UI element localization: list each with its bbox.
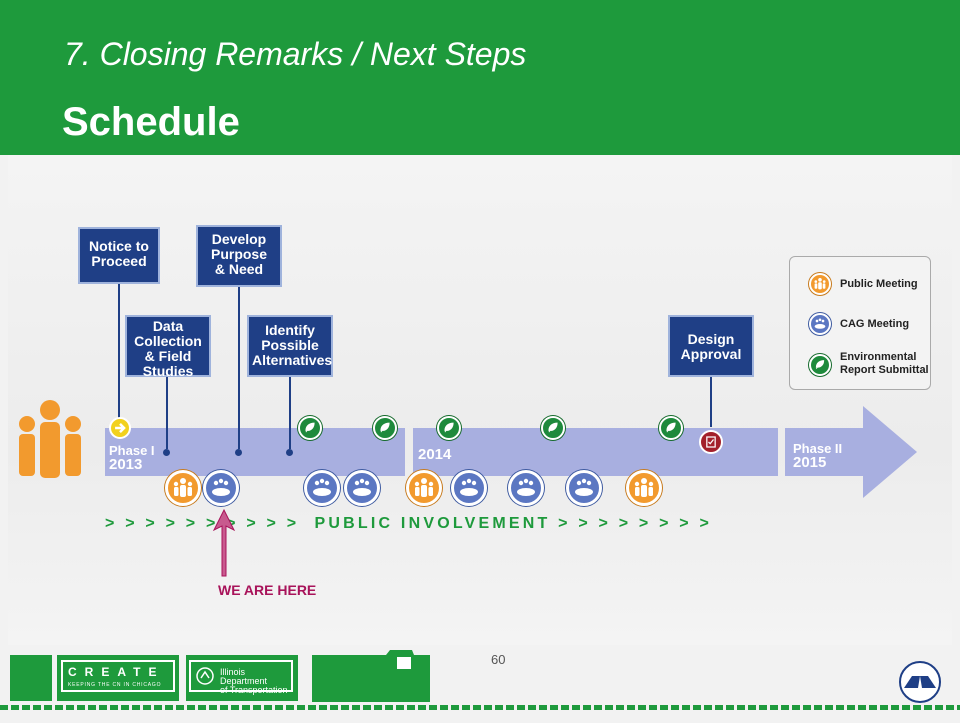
legend-public-meeting-label: Public Meeting bbox=[840, 278, 918, 290]
year-2014: 2014 bbox=[418, 446, 452, 463]
legend-public-meeting-icon bbox=[809, 273, 831, 295]
milestone-stem bbox=[289, 377, 291, 449]
milestone-notice-to-proceed: Notice to Proceed bbox=[78, 227, 160, 284]
environmental-report-icon bbox=[541, 416, 565, 440]
milestone-stem bbox=[238, 287, 240, 449]
milestone-stem bbox=[118, 284, 120, 424]
cag-meeting-icon bbox=[451, 470, 487, 506]
page-number: 60 bbox=[491, 652, 506, 667]
milestone-dot bbox=[286, 449, 293, 456]
header-bar: 7. Closing Remarks / Next Steps Schedule bbox=[0, 0, 960, 155]
milestone-dot bbox=[235, 449, 242, 456]
idot-logo-text: Illinois Department of Transportation bbox=[220, 667, 288, 695]
phase2-arrowhead bbox=[863, 406, 917, 498]
create-logo-text: CREATE bbox=[68, 665, 165, 679]
timeline-2014 bbox=[413, 428, 778, 476]
timeline-phase2 bbox=[785, 428, 865, 476]
public-involvement-label: > > > > > > > > > > PUBLIC INVOLVEMENT >… bbox=[105, 515, 713, 532]
we-are-here-arrow-icon bbox=[212, 508, 236, 577]
year-2014-label: 2014 bbox=[418, 446, 452, 463]
milestone-design-approval: Design Approval bbox=[668, 315, 754, 377]
environmental-report-icon bbox=[437, 416, 461, 440]
milestone-label: Design Approval bbox=[680, 331, 742, 362]
milestone-label: Data Collection & Field Studies bbox=[134, 318, 202, 379]
create-logo: CREATE KEEPING THE CN IN CHICAGO bbox=[61, 660, 175, 692]
cag-meeting-icon bbox=[566, 470, 602, 506]
legend-cag-meeting-label: CAG Meeting bbox=[840, 318, 910, 330]
environmental-report-icon bbox=[373, 416, 397, 440]
milestone-label: Identify Possible Alternatives bbox=[252, 322, 333, 368]
phase2-text: Phase II bbox=[793, 441, 843, 456]
year-2013: 2013 bbox=[109, 456, 143, 473]
phase2-label: Phase II 2015 bbox=[793, 441, 843, 471]
legend-environmental-label: Environmental Report Submittal bbox=[840, 351, 929, 376]
phase1-text: Phase I bbox=[109, 443, 155, 458]
milestone-dot bbox=[163, 449, 170, 456]
we-are-here-label: WE ARE HERE bbox=[218, 582, 317, 598]
milestone-develop-purpose: Develop Purpose & Need bbox=[196, 225, 282, 287]
public-meeting-icon bbox=[626, 470, 662, 506]
milestone-data-collection: Data Collection & Field Studies bbox=[125, 315, 211, 379]
design-approval-clipboard-icon bbox=[699, 430, 723, 454]
timeline-2013 bbox=[105, 428, 405, 476]
milestone-stem bbox=[710, 377, 712, 427]
environmental-report-icon bbox=[298, 416, 322, 440]
slide-title: Schedule bbox=[62, 100, 240, 144]
phase1-label: Phase I 2013 bbox=[109, 443, 155, 473]
year-2015: 2015 bbox=[793, 454, 827, 471]
legend-environmental-icon bbox=[809, 354, 831, 376]
train-car bbox=[10, 655, 52, 701]
cag-meeting-icon bbox=[203, 470, 239, 506]
environmental-report-icon bbox=[659, 416, 683, 440]
cag-meeting-icon bbox=[304, 470, 340, 506]
create-logo-subtext: KEEPING THE CN IN CHICAGO bbox=[68, 682, 162, 688]
schedule-diagram-area bbox=[8, 155, 952, 645]
milestone-stem bbox=[166, 377, 168, 449]
people-icon bbox=[19, 400, 81, 478]
milestone-label: Develop Purpose & Need bbox=[210, 231, 267, 277]
locomotive-cab-icon bbox=[312, 650, 430, 702]
start-arrow-icon bbox=[109, 417, 131, 439]
milestone-label: Notice to Proceed bbox=[89, 238, 149, 269]
public-meeting-icon bbox=[406, 470, 442, 506]
public-meeting-icon bbox=[165, 470, 201, 506]
slide-subtitle: 7. Closing Remarks / Next Steps bbox=[64, 36, 527, 72]
cag-meeting-icon bbox=[508, 470, 544, 506]
legend-cag-meeting-icon bbox=[809, 313, 831, 335]
legend: Public Meeting CAG Meeting Environmental… bbox=[789, 256, 931, 390]
rail-track bbox=[0, 705, 960, 710]
milestone-identify-alternatives: Identify Possible Alternatives bbox=[247, 315, 333, 377]
idot-logo: Illinois Department of Transportation bbox=[189, 660, 293, 695]
idot-seal-icon bbox=[196, 667, 214, 685]
corridor-seal-icon bbox=[899, 661, 941, 703]
cag-meeting-icon bbox=[344, 470, 380, 506]
